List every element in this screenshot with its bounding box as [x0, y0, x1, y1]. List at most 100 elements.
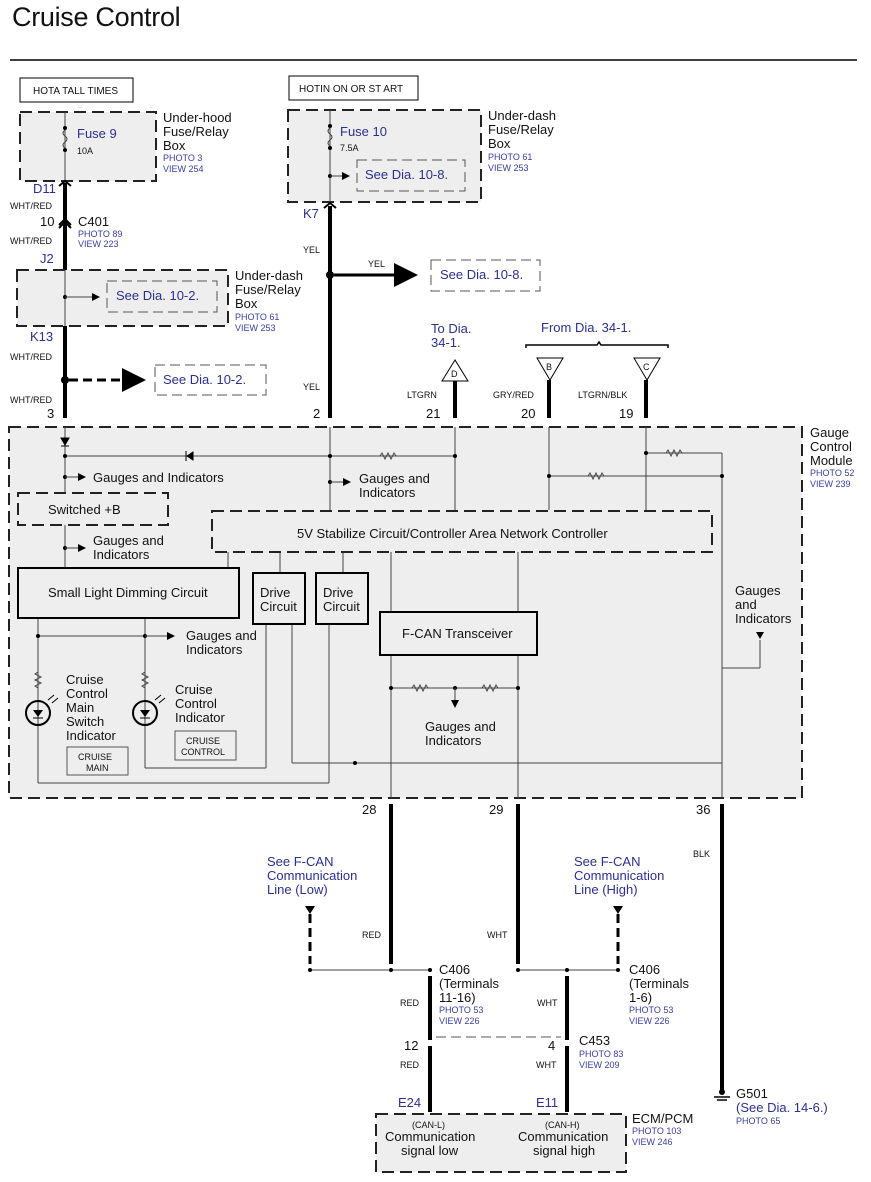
main-indicator-label-5: Indicator [66, 728, 117, 743]
gauges-indicators-label-2: Indicators [425, 733, 482, 748]
terminal-k13: K13 [30, 329, 53, 344]
c406-low-label: C406 [439, 962, 470, 977]
gcm-photo-ref[interactable]: PHOTO 52 [810, 468, 854, 478]
gcm-name: Gauge [810, 425, 849, 440]
wire-color-label: YEL [303, 245, 320, 255]
connector-c-icon [633, 357, 661, 381]
c401-view-ref[interactable]: VIEW 223 [78, 239, 119, 249]
comm-low-label: Communication [385, 1129, 475, 1144]
underhood-fuse-box[interactable]: Fuse 9 10A [19, 111, 157, 182]
connector-b-label: B [546, 362, 552, 372]
c401-pin: 10 [40, 214, 54, 229]
underhood-photo-ref[interactable]: PHOTO 3 [163, 153, 202, 163]
pin-20: 20 [521, 406, 535, 421]
fcan-high-link[interactable]: See F-CAN [574, 854, 640, 869]
wire-color-label: GRY/RED [493, 390, 534, 400]
wire-color-label: YEL [303, 382, 320, 392]
connector-d-label: D [451, 369, 458, 379]
ecm-photo-ref[interactable]: PHOTO 103 [632, 1126, 681, 1136]
ground-label: G501 [736, 1086, 768, 1101]
page-title: Cruise Control [12, 2, 181, 32]
fcan-low-link[interactable]: See F-CAN [267, 854, 333, 869]
to-dia-link-2[interactable]: 34-1. [431, 335, 461, 350]
fuse-9-label: Fuse 9 [77, 126, 117, 141]
pin-28: 28 [362, 802, 376, 817]
fcan-high-link-3[interactable]: Line (High) [574, 882, 638, 897]
c406-high-view-ref[interactable]: VIEW 226 [629, 1016, 670, 1026]
power-source-left: HOTA TALL TIMES [19, 77, 134, 103]
drive-label: Drive [323, 585, 353, 600]
ground-photo-ref[interactable]: PHOTO 65 [736, 1116, 780, 1126]
c406-low-view-ref[interactable]: VIEW 226 [439, 1016, 480, 1026]
resistor-icons [33, 448, 683, 693]
underhood-box-name-3: Box [163, 138, 186, 153]
main-indicator-label: Cruise [66, 672, 104, 687]
gauges-indicators-label: Gauges and [425, 719, 496, 734]
switched-b-block: Switched +B [17, 492, 169, 526]
see-dia-10-8-link-2[interactable]: See Dia. 10-8. [440, 267, 523, 282]
to-dia-link[interactable]: To Dia. [431, 321, 471, 336]
see-dia-10-2-link-2[interactable]: See Dia. 10-2. [163, 372, 246, 387]
terminal-e24: E24 [398, 1095, 421, 1110]
ecm-name: ECM/PCM [632, 1111, 693, 1126]
diode-icon [185, 451, 194, 461]
c453-photo-ref[interactable]: PHOTO 83 [579, 1049, 623, 1059]
c453-view-ref[interactable]: VIEW 209 [579, 1060, 620, 1070]
cruise-main-badge [66, 746, 129, 776]
cruise-control-badge [174, 730, 237, 761]
c453-pin-4: 4 [548, 1038, 555, 1053]
gauges-indicators-label: Gauges and [93, 533, 164, 548]
c406-high-photo-ref[interactable]: PHOTO 53 [629, 1005, 673, 1015]
underdash-left-view-ref[interactable]: VIEW 253 [235, 323, 276, 333]
dimming-circuit-label: Small Light Dimming Circuit [48, 585, 208, 600]
bracket [525, 340, 669, 348]
fcan-low-link-3[interactable]: Line (Low) [267, 882, 328, 897]
terminal-k7: K7 [303, 206, 319, 221]
main-indicator-label-2: Control [66, 686, 108, 701]
see-dia-10-8-link[interactable]: See Dia. 10-8. [365, 167, 448, 182]
wire-color-label: WHT [536, 1060, 557, 1070]
see-dia-10-2-link[interactable]: See Dia. 10-2. [116, 288, 199, 303]
fuse-10-rating: 7.5A [340, 143, 359, 153]
gcm-name-3: Module [810, 453, 853, 468]
cruise-control-badge-text: CRUISE [186, 736, 220, 746]
cc-indicator-label-3: Indicator [175, 710, 226, 725]
underdash-fuse-box-top[interactable]: Fuse 10 7.5A See Dia. 10-8. [287, 109, 482, 203]
connector-b-icon [536, 357, 564, 381]
underdash-left-name: Under-dash [235, 268, 303, 283]
fuse-9-rating: 10A [77, 146, 93, 156]
underhood-view-ref[interactable]: VIEW 254 [163, 164, 204, 174]
fcan-high-link-2[interactable]: Communication [574, 868, 664, 883]
cc-indicator-label: Cruise [175, 682, 213, 697]
wire-color-label: WHT/RED [10, 201, 52, 211]
fcan-transceiver-block: F-CAN Transceiver [379, 611, 538, 656]
gauges-indicators-label: Gauges and [186, 628, 257, 643]
underdash-top-photo-ref[interactable]: PHOTO 61 [488, 152, 532, 162]
underdash-top-view-ref[interactable]: VIEW 253 [488, 163, 529, 173]
fcan-low-link-2[interactable]: Communication [267, 868, 357, 883]
wire-color-label: LTGRN/BLK [578, 390, 627, 400]
from-dia-link[interactable]: From Dia. 34-1. [541, 320, 631, 335]
underhood-box-name-2: Fuse/Relay [163, 124, 229, 139]
comm-high-label-2: signal high [533, 1143, 595, 1158]
c401-photo-ref[interactable]: PHOTO 89 [78, 229, 122, 239]
cruise-main-badge-text-2: MAIN [86, 763, 109, 773]
gcm-view-ref[interactable]: VIEW 239 [810, 479, 851, 489]
ecm-view-ref[interactable]: VIEW 246 [632, 1137, 673, 1147]
fuse-10-label: Fuse 10 [340, 124, 387, 139]
underdash-fuse-box-left[interactable]: See Dia. 10-2. [16, 269, 229, 327]
drive-label-2: Circuit [323, 599, 360, 614]
wire-color-label: WHT [487, 930, 508, 940]
underdash-left-photo-ref[interactable]: PHOTO 61 [235, 312, 279, 322]
wire-color-label: WHT/RED [10, 352, 52, 362]
ecm-pcm-module[interactable] [375, 1113, 627, 1173]
gcm-name-2: Control [810, 439, 852, 454]
cc-indicator-label-2: Control [175, 696, 217, 711]
c406-low-photo-ref[interactable]: PHOTO 53 [439, 1005, 483, 1015]
ground-see-link[interactable]: (See Dia. 14-6.) [736, 1100, 828, 1115]
wire-color-label: LTGRN [407, 390, 437, 400]
c453-pin-12: 12 [404, 1038, 418, 1053]
c406-high-label-2: (Terminals [629, 976, 689, 991]
terminal-j2: J2 [40, 251, 54, 266]
fcan-transceiver-label: F-CAN Transceiver [402, 626, 513, 641]
